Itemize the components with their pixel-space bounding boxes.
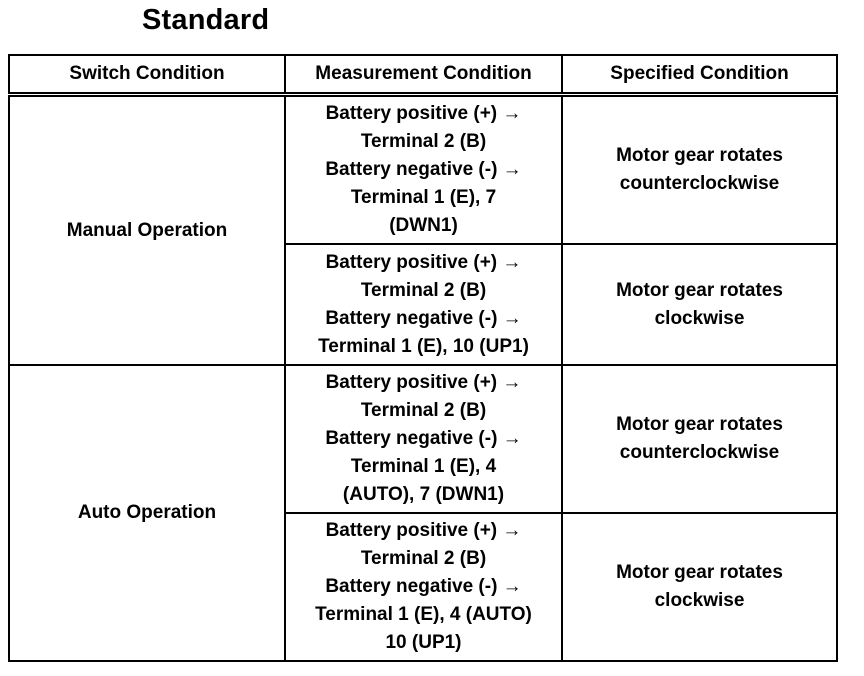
measurement-line: Battery positive (+) → <box>325 372 522 393</box>
table-header-row: Switch Condition Measurement Condition S… <box>8 54 838 97</box>
measurement-line: Battery negative (-) → <box>325 576 522 597</box>
specified-line: Motor gear rotates <box>616 414 783 435</box>
switch-condition-cell: Manual Operation <box>8 93 286 366</box>
measurement-condition-cell: Battery positive (+) → Terminal 2 (B) Ba… <box>284 243 563 366</box>
measurement-line: Terminal 1 (E), 10 (UP1) <box>318 335 529 357</box>
specified-condition-cell: Motor gear rotates clockwise <box>561 512 838 662</box>
specified-line: clockwise <box>654 590 745 611</box>
measurement-condition-cell: Battery positive (+) → Terminal 2 (B) Ba… <box>284 364 563 514</box>
measurement-line: Terminal 2 (B) <box>360 279 487 301</box>
measurement-line: Terminal 2 (B) <box>360 400 487 421</box>
measurement-line: Terminal 1 (E), 4 (AUTO) <box>315 604 532 625</box>
measurement-line: Terminal 2 (B) <box>360 548 487 569</box>
measurement-line: (AUTO), 7 (DWN1) <box>342 484 505 505</box>
standard-table: Switch Condition Measurement Condition S… <box>8 54 838 662</box>
specified-line: Motor gear rotates <box>616 145 783 166</box>
header-specified-condition: Specified Condition <box>561 54 838 97</box>
specified-line: counterclockwise <box>619 442 780 463</box>
page-title: Standard <box>142 4 270 36</box>
table-row: Auto Operation Battery positive (+) → Te… <box>8 364 838 662</box>
measurement-line: Terminal 1 (E), 7 <box>350 187 497 208</box>
measurement-line: 10 (UP1) <box>385 632 462 653</box>
table-row: Manual Operation Battery positive (+) → … <box>8 93 838 366</box>
measurement-line: Battery negative (-) → <box>325 307 522 329</box>
measurement-line: Terminal 2 (B) <box>360 131 487 152</box>
measurement-line: Battery positive (+) → <box>325 251 522 273</box>
measurement-line: Terminal 1 (E), 4 <box>350 456 497 477</box>
header-switch-condition: Switch Condition <box>8 54 286 97</box>
measurement-condition-cell: Battery positive (+) → Terminal 2 (B) Ba… <box>284 93 563 245</box>
measurement-line: Battery positive (+) → <box>325 103 522 124</box>
switch-condition-cell: Auto Operation <box>8 364 286 662</box>
specified-line: Motor gear rotates <box>616 279 783 301</box>
specified-condition-cell: Motor gear rotates counterclockwise <box>561 364 838 514</box>
measurement-line: Battery negative (-) → <box>325 428 522 449</box>
specified-condition-cell: Motor gear rotates counterclockwise <box>561 93 838 245</box>
header-measurement-condition: Measurement Condition <box>284 54 563 97</box>
measurement-condition-cell: Battery positive (+) → Terminal 2 (B) Ba… <box>284 512 563 662</box>
measurement-line: Battery negative (-) → <box>325 159 522 180</box>
measurement-line: (DWN1) <box>389 215 458 236</box>
specified-line: Motor gear rotates <box>616 562 783 583</box>
table-row: Battery positive (+) → Terminal 2 (B) Ba… <box>9 512 838 662</box>
table-row: Battery positive (+) → Terminal 2 (B) Ba… <box>9 243 838 366</box>
measurement-line: Battery positive (+) → <box>325 520 522 541</box>
specified-condition-cell: Motor gear rotates clockwise <box>561 243 838 366</box>
specified-line: clockwise <box>654 307 745 329</box>
specified-line: counterclockwise <box>619 173 780 194</box>
